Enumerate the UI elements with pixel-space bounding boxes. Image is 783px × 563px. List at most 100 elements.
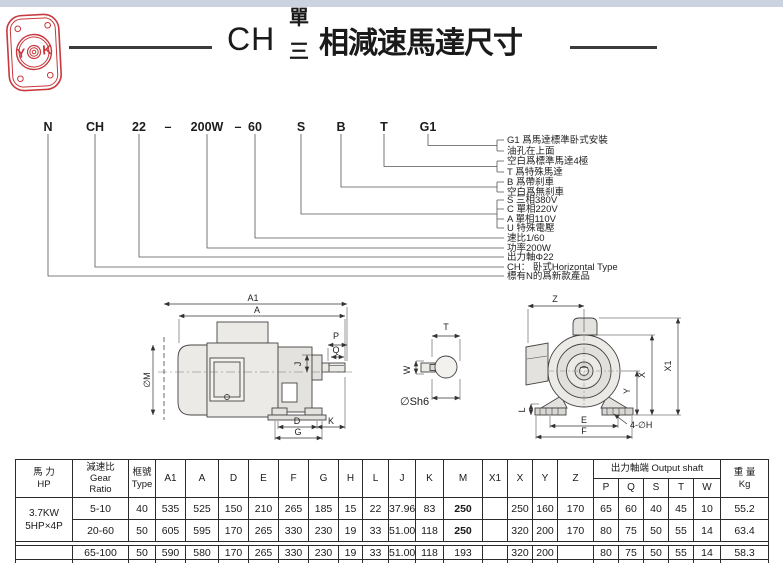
cell-type: 50 xyxy=(128,519,156,542)
col-header-w: W xyxy=(692,478,722,498)
callout-label: 空白爲無刹車 xyxy=(507,186,565,198)
dim-label-p: P xyxy=(333,331,339,341)
cell-p: 65 xyxy=(593,497,619,520)
col-header-l: L xyxy=(362,459,389,498)
cell-d: 150 xyxy=(218,497,249,520)
cell-q: 60 xyxy=(618,497,644,520)
col-header-d: D xyxy=(218,459,249,498)
logo-letter: Y xyxy=(16,45,26,60)
cell-z: 170 xyxy=(557,497,594,520)
callout-label: G1 爲馬達標準卧式安裝 xyxy=(507,134,608,146)
cell-h: 19 xyxy=(338,519,363,542)
cell-m: 250 xyxy=(443,497,483,520)
cutoff-row xyxy=(15,559,770,563)
cell-q: 75 xyxy=(618,519,644,542)
col-header-z: Z xyxy=(557,459,594,498)
code-segment: B xyxy=(336,120,345,134)
col-header-output-shaft: 出力軸端 Output shaft xyxy=(592,459,722,479)
cell-kg: 58.3 xyxy=(720,545,770,560)
col-header-f: F xyxy=(278,459,309,498)
code-segment: G1 xyxy=(420,120,437,134)
code-segment: N xyxy=(43,120,52,134)
callout-label: CH： 卧式Horizontal Type xyxy=(507,261,618,273)
shaft-detail: T W ∅Sh6 xyxy=(400,322,461,408)
title-rule-left xyxy=(69,46,212,49)
code-segment: 60 xyxy=(248,120,262,134)
bolt-hole-icon xyxy=(46,71,54,79)
title-prefix: CH xyxy=(227,21,276,57)
cell-y: 200 xyxy=(532,519,558,542)
dim-label-g: G xyxy=(294,427,301,437)
dim-label-q: Q xyxy=(332,345,339,355)
callout-label: B 爲帶刹車 xyxy=(507,176,554,188)
dim-label-a: A xyxy=(254,305,260,315)
col-header-m: M xyxy=(443,459,483,498)
cell-k: 118 xyxy=(415,545,444,560)
mounting-holes-label: 4-∅H xyxy=(630,420,652,430)
col-header-p: P xyxy=(593,478,619,498)
cell-p: 80 xyxy=(593,519,619,542)
cell-h: 19 xyxy=(338,545,363,560)
cell-x1 xyxy=(482,497,508,520)
callout-label: T 爲特殊馬達 xyxy=(507,166,563,178)
dim-label-x: X xyxy=(637,372,647,378)
code-segment: 200W xyxy=(191,120,224,134)
cell-w: 14 xyxy=(692,545,722,560)
cell-e: 265 xyxy=(248,545,279,560)
cell-w: 10 xyxy=(692,497,722,520)
code-segment: – xyxy=(165,120,172,134)
cell-x1 xyxy=(482,545,508,560)
cell-e: 210 xyxy=(248,497,279,520)
cell-ratio: 5-10 xyxy=(72,497,129,520)
dim-label-m: ∅M xyxy=(142,372,152,387)
callout-label: 油孔在上面 xyxy=(507,145,555,157)
scan-top-strip xyxy=(0,0,783,7)
col-header-h: H xyxy=(338,459,363,498)
dim-label-f: F xyxy=(581,426,587,436)
cell-g: 185 xyxy=(308,497,339,520)
col-header-j: J xyxy=(388,459,416,498)
col-header-s: S xyxy=(643,478,669,498)
col-header-t: T xyxy=(668,478,694,498)
dim-label-d: D xyxy=(294,416,301,426)
col-header-x: X xyxy=(507,459,533,498)
callout-label: C 單相220V xyxy=(507,203,558,215)
cell-type: 40 xyxy=(128,497,156,520)
dim-label-z: Z xyxy=(552,294,558,304)
cell-l: 33 xyxy=(362,519,389,542)
dim-label-j: J xyxy=(293,362,303,367)
cell-s: 50 xyxy=(643,519,669,542)
model-code-diagram: N CH 22 – 200W – 60 S B T G1 xyxy=(43,120,618,282)
cell-g: 230 xyxy=(308,519,339,542)
cell-w: 14 xyxy=(692,519,722,542)
col-header-x1: X1 xyxy=(482,459,508,498)
cell-ratio: 65-100 xyxy=(72,545,129,560)
cell-s: 50 xyxy=(643,545,669,560)
cell-f: 330 xyxy=(278,545,309,560)
cell-a1: 590 xyxy=(155,545,186,560)
cell-s: 40 xyxy=(643,497,669,520)
dim-label-t: T xyxy=(443,322,449,332)
yok-logo: Y K xyxy=(6,13,62,92)
cell-z xyxy=(557,545,594,560)
callout-label: U 特殊電壓 xyxy=(507,222,555,234)
callout-labels: G1 爲馬達標準卧式安裝 油孔在上面 空白爲標準馬達4極 T 爲特殊馬達 B 爲… xyxy=(507,134,618,282)
bolt-hole-icon xyxy=(44,21,51,29)
shaft-diameter-label: ∅Sh6 xyxy=(400,396,429,408)
callout-label: S 三相380V xyxy=(507,194,558,206)
cell-ratio: 20-60 xyxy=(72,519,129,542)
cell-d: 170 xyxy=(218,545,249,560)
dim-label-e: E xyxy=(581,415,587,425)
cell-m: 193 xyxy=(443,545,483,560)
cell-h: 15 xyxy=(338,497,363,520)
side-view: A1 A ∅M P Q J D K G xyxy=(142,293,352,441)
cell-kg: 55.2 xyxy=(720,497,770,520)
col-header-a: A xyxy=(185,459,219,498)
col-header-k: K xyxy=(415,459,444,498)
cell-type: 50 xyxy=(128,545,156,560)
cell-a: 595 xyxy=(185,519,219,542)
bolt-hole-icon xyxy=(14,25,22,33)
phase-fraction: 單 三 xyxy=(282,8,316,62)
